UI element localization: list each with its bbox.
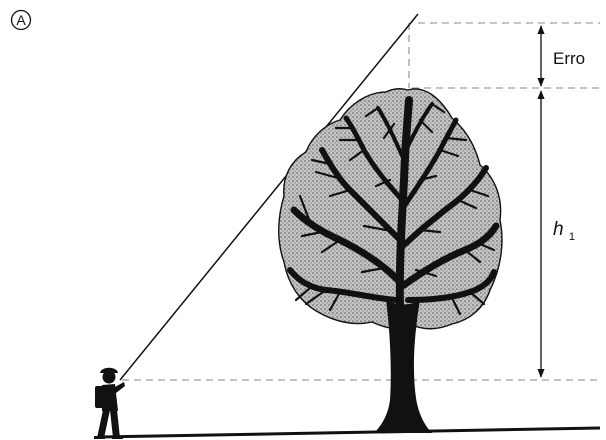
ground-line [100, 428, 600, 437]
height-label-subscript: 1 [569, 231, 575, 243]
panel-label-text: A [16, 12, 26, 28]
height-label-main: h [553, 219, 564, 240]
tree [279, 89, 502, 433]
height-label: h 1 [553, 219, 575, 243]
panel-label: A [12, 11, 31, 30]
error-label: Erro [553, 49, 585, 68]
